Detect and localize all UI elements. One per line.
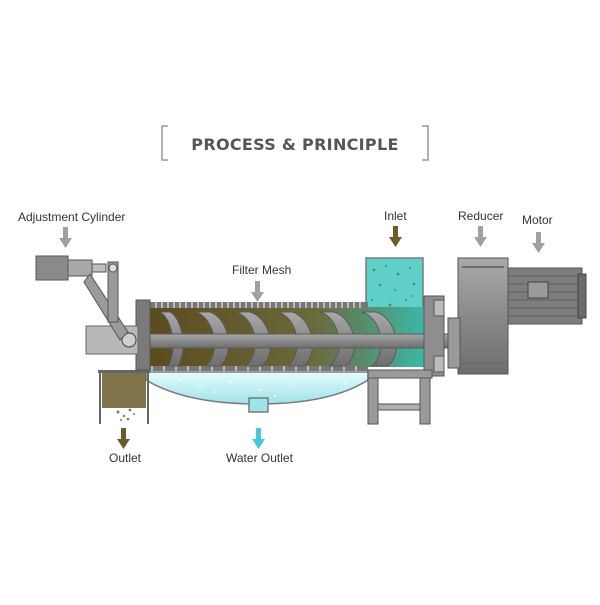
label-motor: Motor	[522, 213, 553, 227]
motor	[507, 267, 587, 325]
down-arrow-icon	[251, 281, 264, 302]
label-filter-mesh: Filter Mesh	[232, 263, 291, 277]
reducer	[447, 257, 509, 375]
title-frame	[161, 125, 429, 161]
down-arrow-icon	[474, 226, 487, 247]
label-adjustment-cylinder: Adjustment Cylinder	[18, 210, 125, 224]
outlet-chamber	[98, 370, 150, 424]
filter-mesh	[149, 302, 361, 308]
terminal-box	[527, 281, 549, 299]
down-arrow-icon	[59, 227, 72, 248]
page-title: PROCESS & PRINCIPLE	[191, 134, 399, 154]
pivot-joint	[121, 332, 137, 348]
label-outlet: Outlet	[109, 451, 142, 465]
water-outlet-pipe	[248, 397, 269, 413]
label-reducer: Reducer	[458, 209, 503, 223]
support-frame	[367, 295, 445, 425]
adjustment-cylinder	[35, 255, 129, 341]
screw-flights	[159, 311, 397, 367]
water-trough	[145, 371, 369, 413]
down-arrow-icon	[117, 428, 130, 449]
title-box: PROCESS & PRINCIPLE	[162, 124, 428, 164]
down-arrow-icon	[389, 226, 402, 247]
down-arrow-icon	[252, 428, 265, 449]
down-arrow-icon	[532, 232, 545, 253]
label-water-outlet: Water Outlet	[226, 451, 294, 465]
label-inlet: Inlet	[384, 209, 407, 223]
